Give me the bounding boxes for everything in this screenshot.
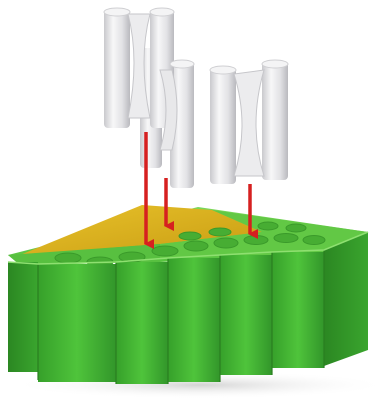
post-cap: [104, 8, 130, 16]
block-column-6: [272, 252, 324, 368]
block-column-2: [38, 264, 116, 382]
socket: [286, 224, 306, 232]
right-post-cluster: [210, 60, 288, 184]
block-column-3: [116, 262, 168, 384]
block-column-1: [8, 262, 38, 372]
right-cluster-post-b: [262, 62, 288, 180]
socket: [179, 232, 201, 240]
socket: [244, 236, 268, 245]
socket: [152, 246, 178, 256]
post-cap: [210, 66, 236, 74]
post-cap: [170, 60, 194, 68]
block-right-side: [324, 232, 368, 366]
socket: [55, 253, 81, 263]
block-column-4: [168, 258, 220, 382]
left-cluster-post-a: [104, 10, 130, 128]
post-cap: [262, 60, 288, 68]
block-column-5: [220, 255, 272, 375]
right-cluster-post-a: [210, 68, 236, 184]
green-block: [8, 205, 368, 384]
socket: [209, 228, 231, 236]
socket: [184, 241, 208, 251]
socket: [258, 222, 278, 230]
socket: [303, 236, 325, 245]
post-cap: [150, 8, 174, 16]
right-cluster-bridge: [234, 70, 264, 176]
left-post-cluster: [104, 8, 194, 188]
socket: [274, 234, 298, 243]
socket: [214, 238, 238, 248]
